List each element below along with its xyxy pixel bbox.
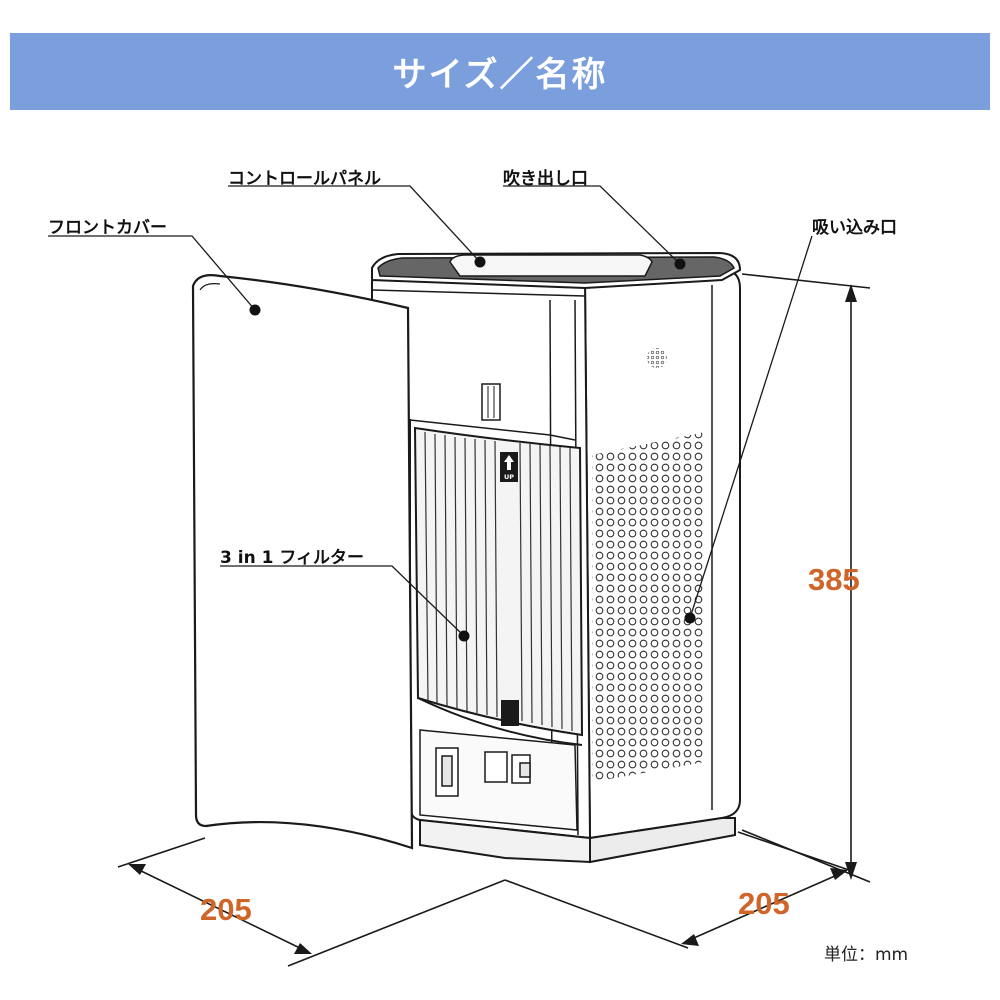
label-inlet: 吸い込み口 [812,218,897,238]
lower-compartment [419,729,578,831]
sensor-holes [647,348,667,368]
filter-body [413,426,584,746]
title-banner: サイズ／名称 [10,33,990,110]
leader-lines [48,185,813,637]
label-outlet: 吹き出し口 [503,169,588,189]
filter-up-tag: UP [504,473,514,481]
label-front-cover: フロントカバー [48,218,167,238]
dimension-height: 385 [808,562,860,597]
intake-grille [592,432,705,782]
page-title: サイズ／名称 [392,55,608,95]
front-cover [191,274,414,850]
dimension-lines [117,273,871,967]
dimension-depth: 205 [738,886,790,921]
leader-dots [249,256,696,642]
label-control-panel: コントロールパネル [228,169,381,189]
unit-label: 単位：mm [824,945,909,965]
label-filter: 3 in 1 フィルター [220,548,365,568]
dimension-width: 205 [200,892,252,927]
